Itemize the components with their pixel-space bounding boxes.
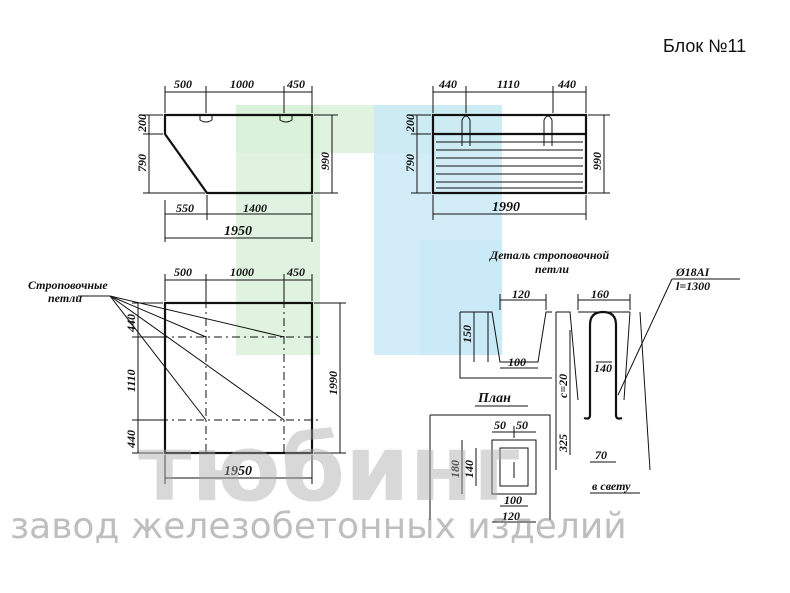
dim-label: 500 [174,265,192,279]
clear-label: в свету [592,479,631,493]
socket-plan: План 50 50 180 140 100 120 [429,391,551,523]
lifting-loop [461,115,471,146]
watermark-subtitle: завод железобетонных изделий [10,506,627,547]
dim-label: 150 [460,325,474,343]
dim-label: 500 [174,77,192,91]
side-view: 440 1110 440 200 790 990 1990 [403,77,610,220]
detail-title: петли [535,262,569,276]
dim-label: 200 [135,114,149,133]
watermark-logo-text: тюбинг [138,415,521,522]
plan-view: 500 1000 450 440 1110 440 1990 1950 Стро… [28,265,346,484]
dim-label: 790 [135,154,149,172]
dim-label: 100 [508,355,526,369]
dim-label: c=20 [556,374,570,398]
dim-label: 1000 [230,265,254,279]
length-label: l=1300 [676,279,710,293]
dim-label: 120 [512,287,530,301]
dim-label: 100 [504,493,522,507]
dim-label-overall: 1950 [224,224,252,239]
dim-label: 180 [448,460,462,478]
dim-label: 120 [502,509,520,523]
dim-label: 1000 [230,77,254,91]
dim-label: 160 [591,287,609,301]
dim-label: 325 [556,434,570,453]
detail-title: Деталь строповочной [489,248,610,262]
loop-detail: Деталь строповочной петли 120 150 100 16… [429,248,740,523]
dim-label: 440 [124,430,138,449]
plan-label: План [477,391,511,406]
socket-section: 120 150 100 [459,287,552,379]
concrete-hatching [436,141,583,189]
rebar-label: Ø18AI [675,265,711,279]
dim-label-overall: 1950 [224,464,252,479]
loop-socket [199,115,213,123]
loop-elevation: 160 140 c=20 325 70 в свету Ø18AI l=1300 [555,265,740,494]
dim-label: 1110 [124,369,138,392]
plan-view-outline [163,301,314,455]
loops-label: Строповочные [28,278,108,292]
dim-label: 50 [516,418,528,432]
dim-label: 440 [438,77,457,91]
dim-label: 790 [403,154,417,172]
front-view-outline [163,113,314,195]
dim-label: 1110 [497,77,520,91]
dim-label: 990 [590,152,604,170]
dim-label: 140 [462,460,476,478]
dim-label: 550 [176,201,194,215]
loop-rebar [588,310,618,415]
dim-label: 450 [286,77,305,91]
dim-label: 140 [594,361,612,375]
dim-label: 1990 [326,371,340,395]
dim-label: 200 [403,114,417,133]
loops-label: петли [48,291,82,305]
dim-label: 450 [286,265,305,279]
dim-label: 440 [557,77,576,91]
lifting-loop [543,115,553,146]
loop-socket [279,115,293,123]
dim-label: 1400 [243,201,267,215]
dim-label-overall: 1990 [492,200,520,215]
front-view: 500 1000 450 200 790 990 550 1400 1950 [135,77,338,242]
sheet-title: Блок №11 [663,36,746,56]
dim-label: 70 [595,448,607,462]
dim-label: 990 [318,152,332,170]
watermark-logo-shapes [236,105,502,355]
side-view-outline [431,113,588,195]
dim-label: 50 [494,418,506,432]
